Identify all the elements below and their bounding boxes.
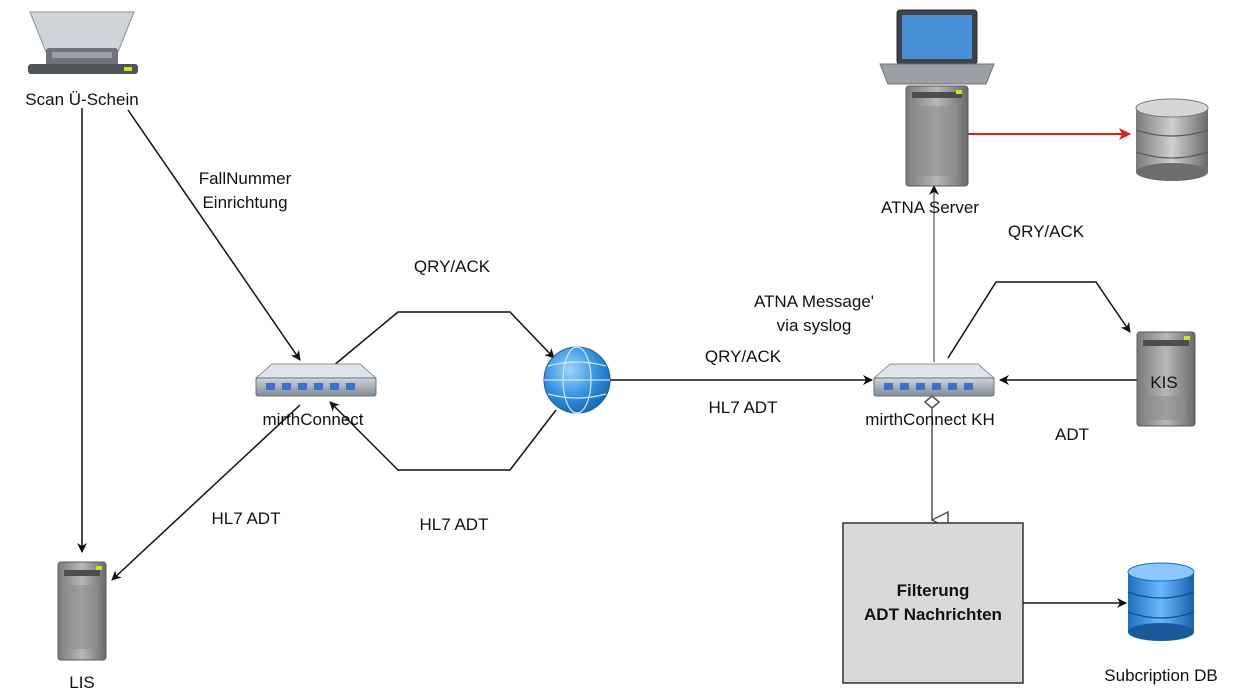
- subscription-db-label: Subcription DB: [1104, 666, 1217, 685]
- database-icon: [1135, 98, 1209, 181]
- globe-node: [543, 346, 611, 414]
- atna-label: ATNA Server: [881, 198, 979, 217]
- atna-node: ATNA Server: [879, 9, 995, 217]
- edge-labels: FallNummer Einrichtung QRY/ACK HL7 ADT H…: [199, 169, 1089, 534]
- mirthconnect-kh-label: mirthConnect KH: [865, 410, 994, 429]
- edges: [77, 108, 1143, 608]
- label-hl7-adt-middle: HL7 ADT: [709, 398, 778, 417]
- filter-box: [842, 522, 1024, 684]
- filter-node: Filterung ADT Nachrichten: [842, 522, 1024, 684]
- mirthconnect-kh-node: mirthConnect KH: [865, 363, 996, 429]
- kis-node: KIS: [1136, 331, 1196, 427]
- scanner-node: Scan Ü-Schein: [25, 11, 139, 109]
- edge-mirth-to-globe-qry: [332, 311, 555, 367]
- edge-globe-to-mirth-hl7: [329, 401, 557, 471]
- lis-node: LIS: [57, 561, 107, 691]
- edge-scanner-to-mirth: [127, 109, 301, 361]
- mirthconnect-label: mirthConnect: [262, 410, 363, 429]
- label-fallnummer-line1: FallNummer: [199, 169, 292, 188]
- label-hl7-adt-left: HL7 ADT: [212, 509, 281, 528]
- network-switch-icon: [254, 363, 378, 397]
- mirthconnect-node: mirthConnect: [254, 363, 378, 429]
- kis-label: KIS: [1150, 373, 1177, 392]
- filter-label-line2: ADT Nachrichten: [864, 605, 1002, 624]
- filter-label-line1: Filterung: [897, 581, 970, 600]
- network-switch-icon: [872, 363, 996, 397]
- scanner-icon: [28, 11, 138, 74]
- server-icon: [1136, 331, 1196, 427]
- label-atna-message-line1: ATNA Message': [754, 292, 874, 311]
- label-adt-right: ADT: [1055, 425, 1089, 444]
- server-icon: [57, 561, 107, 661]
- label-qry-ack-middle: QRY/ACK: [705, 347, 782, 366]
- label-fallnummer-line2: Einrichtung: [202, 193, 287, 212]
- edge-mirthkh-to-kis-qry: [947, 281, 1131, 359]
- database-gray-node: [1135, 98, 1209, 181]
- label-qry-ack-top: QRY/ACK: [414, 257, 491, 276]
- edge-mirth-to-lis: [111, 404, 301, 581]
- scanner-label: Scan Ü-Schein: [25, 90, 138, 109]
- label-qry-ack-right: QRY/ACK: [1008, 222, 1085, 241]
- database-icon: [1127, 562, 1195, 641]
- subscription-db-node: Subcription DB: [1104, 562, 1218, 685]
- label-atna-message-line2: via syslog: [777, 316, 852, 335]
- laptop-server-icon: [879, 9, 995, 187]
- globe-icon: [543, 346, 611, 414]
- lis-label: LIS: [69, 673, 95, 691]
- label-hl7-adt-bottom: HL7 ADT: [420, 515, 489, 534]
